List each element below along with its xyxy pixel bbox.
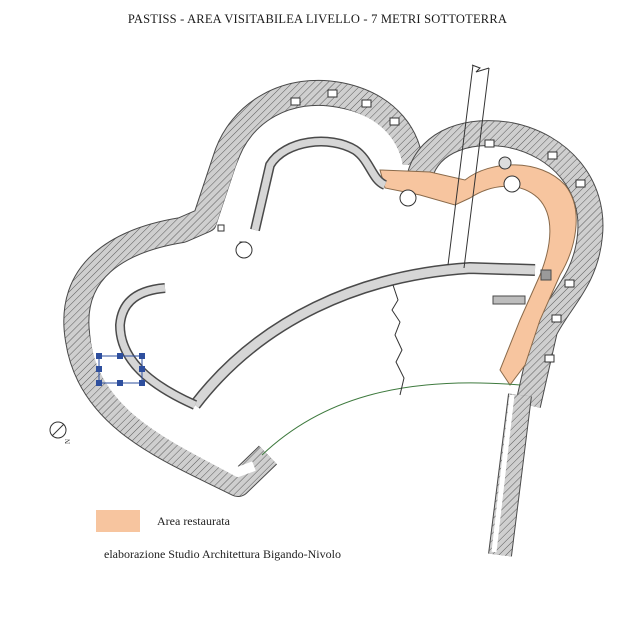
selection-handle[interactable] bbox=[96, 380, 102, 386]
gate-marker bbox=[540, 269, 552, 281]
inner-curved-wall-fill bbox=[191, 263, 536, 408]
well-left bbox=[235, 241, 253, 259]
right-gallery-fill bbox=[408, 121, 603, 408]
legend-label: Area restaurata bbox=[157, 514, 230, 528]
selection-handle[interactable] bbox=[117, 353, 123, 359]
page-title: PASTISS - AREA VISITABILEA LIVELLO - 7 M… bbox=[127, 12, 508, 26]
green-arc-line bbox=[261, 382, 521, 456]
selection-handle[interactable] bbox=[96, 366, 102, 372]
outer-gallery-corridor bbox=[90, 106, 403, 477]
outer-gallery-fill bbox=[64, 80, 422, 496]
north-arrow-icon: N bbox=[49, 421, 72, 444]
inner-left-wall-fill bbox=[116, 284, 197, 409]
selection-handle[interactable] bbox=[96, 353, 102, 359]
credit-text: elaborazione Studio Architettura Bigando… bbox=[104, 547, 341, 561]
selection-handle[interactable] bbox=[139, 380, 145, 386]
connector-stub bbox=[492, 295, 526, 305]
well-center bbox=[399, 189, 417, 207]
selection-handle[interactable] bbox=[117, 380, 123, 386]
well-stair bbox=[498, 156, 512, 170]
well-right bbox=[503, 175, 521, 193]
legend-swatch bbox=[96, 510, 140, 532]
north-arrow-label: N bbox=[64, 439, 72, 444]
break-line-middle bbox=[391, 284, 405, 396]
selection-handle[interactable] bbox=[139, 366, 145, 372]
selection-box[interactable] bbox=[96, 353, 145, 386]
inner-upper-wall-fill bbox=[251, 138, 387, 231]
lower-passage-fill bbox=[489, 393, 531, 557]
selection-handle[interactable] bbox=[139, 353, 145, 359]
break-line-top bbox=[447, 64, 490, 269]
lower-passage-corridor bbox=[491, 394, 515, 553]
